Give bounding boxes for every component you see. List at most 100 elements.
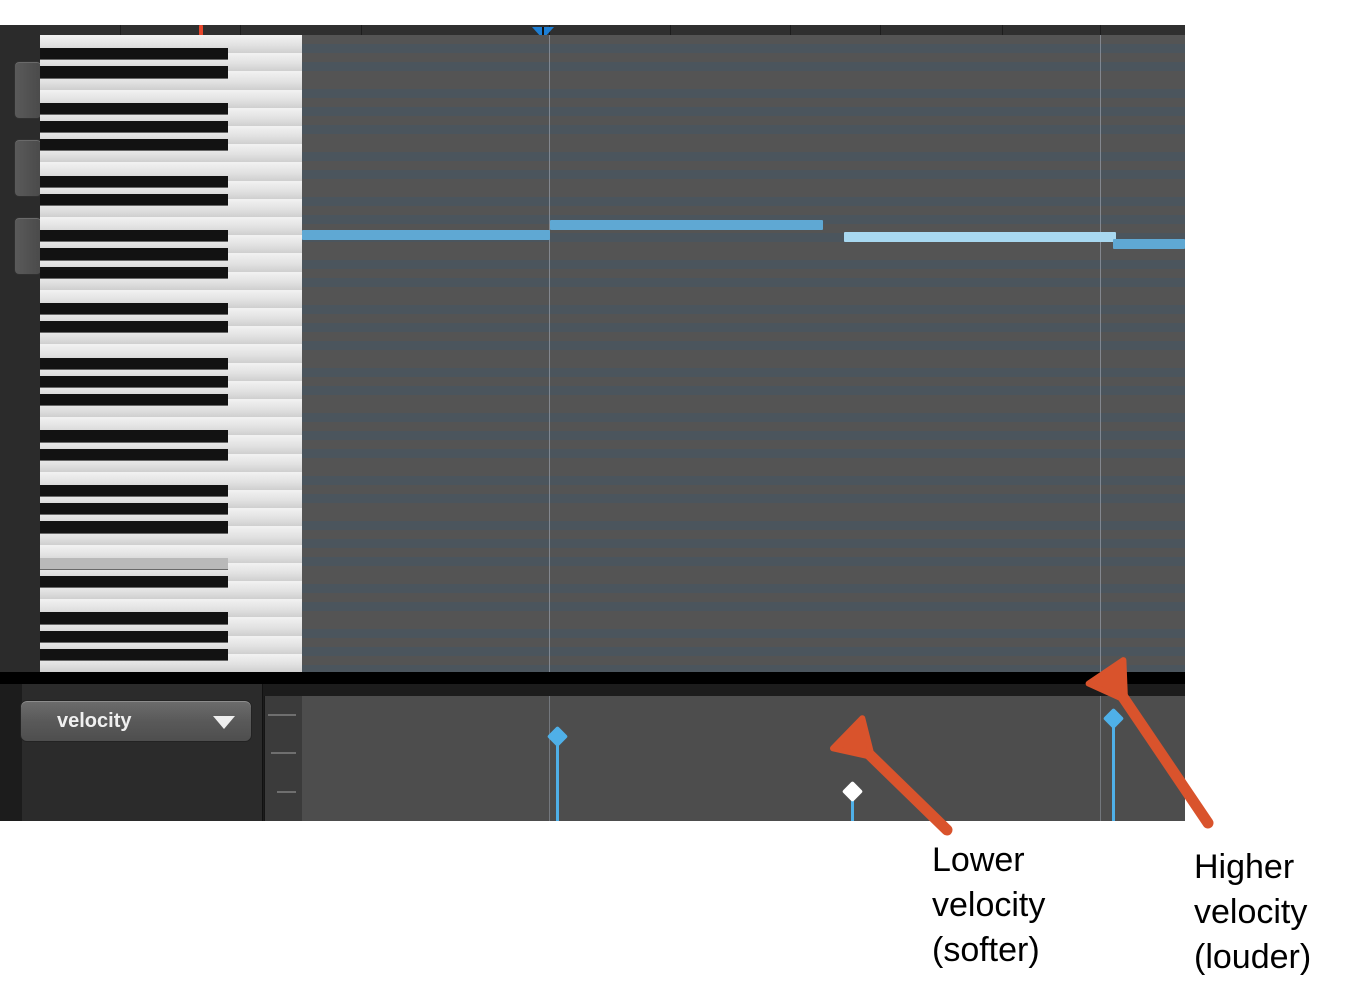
grid-row bbox=[302, 485, 1185, 494]
rail-button-1[interactable] bbox=[14, 61, 42, 119]
grid-row bbox=[302, 521, 1185, 530]
velocity-parameter-dropdown[interactable]: velocity bbox=[20, 700, 252, 742]
midi-note[interactable] bbox=[844, 232, 1116, 242]
piano-black-key[interactable] bbox=[40, 321, 228, 333]
grid-row bbox=[302, 107, 1185, 116]
grid-row bbox=[302, 305, 1185, 314]
piano-black-key[interactable] bbox=[40, 557, 228, 569]
grid-row bbox=[302, 548, 1185, 557]
velocity-stem[interactable] bbox=[851, 792, 854, 821]
grid-row bbox=[302, 656, 1185, 665]
piano-black-key[interactable] bbox=[40, 248, 228, 260]
grid-row bbox=[302, 449, 1185, 458]
grid-row bbox=[302, 323, 1185, 332]
grid-bar-line bbox=[1100, 35, 1101, 672]
ruler-bar-tick bbox=[120, 25, 121, 35]
piano-black-key[interactable] bbox=[40, 503, 228, 515]
piano-black-key[interactable] bbox=[40, 66, 228, 78]
grid-row bbox=[302, 557, 1185, 566]
midi-note[interactable] bbox=[550, 220, 823, 230]
velocity-handle-selected[interactable] bbox=[841, 780, 864, 803]
grid-row bbox=[302, 206, 1185, 215]
grid-row bbox=[302, 368, 1185, 377]
grid-row bbox=[302, 152, 1185, 161]
piano-black-key[interactable] bbox=[40, 521, 228, 533]
grid-row bbox=[302, 269, 1185, 278]
ruler-bar-tick bbox=[1100, 25, 1101, 35]
piano-black-key[interactable] bbox=[40, 266, 228, 278]
piano-black-key[interactable] bbox=[40, 102, 228, 114]
grid-row bbox=[302, 233, 1185, 242]
velocity-handle-normal[interactable] bbox=[546, 725, 569, 748]
grid-row bbox=[302, 53, 1185, 62]
grid-row bbox=[302, 332, 1185, 341]
grid-row bbox=[302, 80, 1185, 89]
grid-row bbox=[302, 35, 1185, 44]
grid-row bbox=[302, 125, 1185, 134]
grid-row bbox=[302, 161, 1185, 170]
piano-black-key[interactable] bbox=[40, 357, 228, 369]
grid-row bbox=[302, 593, 1185, 602]
piano-black-key[interactable] bbox=[40, 648, 228, 660]
grid-row bbox=[302, 467, 1185, 476]
grid-row bbox=[302, 476, 1185, 485]
chevron-down-icon[interactable] bbox=[213, 716, 235, 729]
grid-row bbox=[302, 458, 1185, 467]
midi-note[interactable] bbox=[1113, 239, 1185, 249]
velocity-handle-normal[interactable] bbox=[1102, 707, 1125, 730]
grid-row bbox=[302, 503, 1185, 512]
velocity-lane-header: velocity bbox=[20, 684, 263, 821]
grid-row bbox=[302, 611, 1185, 620]
grid-row bbox=[302, 413, 1185, 422]
velocity-canvas[interactable] bbox=[302, 696, 1185, 821]
rail-button-3[interactable] bbox=[14, 217, 42, 275]
grid-row bbox=[302, 629, 1185, 638]
grid-row bbox=[302, 116, 1185, 125]
piano-black-key[interactable] bbox=[40, 575, 228, 588]
grid-row bbox=[302, 44, 1185, 53]
grid-row bbox=[302, 89, 1185, 98]
velocity-stem[interactable] bbox=[556, 737, 559, 821]
piano-black-key[interactable] bbox=[40, 393, 228, 406]
velocity-scale-tick bbox=[277, 791, 296, 793]
grid-row bbox=[302, 665, 1185, 672]
piano-keyboard[interactable] bbox=[40, 35, 303, 672]
rail-button-2[interactable] bbox=[14, 139, 42, 197]
grid-row bbox=[302, 197, 1185, 206]
grid-row bbox=[302, 287, 1185, 296]
playhead-marker[interactable] bbox=[199, 25, 203, 36]
grid-row bbox=[302, 575, 1185, 584]
midi-note[interactable] bbox=[302, 230, 550, 240]
grid-row bbox=[302, 62, 1185, 71]
grid-row bbox=[302, 71, 1185, 80]
left-toolbar-rail bbox=[0, 25, 42, 672]
grid-row bbox=[302, 188, 1185, 197]
piano-black-key[interactable] bbox=[40, 430, 228, 442]
grid-row bbox=[302, 350, 1185, 359]
piano-black-key[interactable] bbox=[40, 48, 228, 60]
piano-black-key[interactable] bbox=[40, 139, 228, 151]
grid-row bbox=[302, 98, 1185, 107]
lane-divider bbox=[0, 672, 1185, 684]
grid-row bbox=[302, 494, 1185, 503]
piano-black-key[interactable] bbox=[40, 630, 228, 642]
piano-black-key[interactable] bbox=[40, 302, 228, 315]
grid-row bbox=[302, 134, 1185, 143]
grid-row bbox=[302, 359, 1185, 368]
velocity-lane: velocity bbox=[0, 684, 1185, 821]
ruler-bar-tick bbox=[361, 25, 362, 35]
piano-black-key[interactable] bbox=[40, 193, 228, 205]
piano-black-key[interactable] bbox=[40, 230, 228, 242]
grid-row bbox=[302, 602, 1185, 611]
velocity-scale-ruler[interactable] bbox=[264, 696, 304, 821]
piano-black-key[interactable] bbox=[40, 448, 228, 460]
velocity-stem[interactable] bbox=[1112, 719, 1115, 821]
piano-black-key[interactable] bbox=[40, 484, 228, 497]
piano-black-key[interactable] bbox=[40, 175, 228, 187]
grid-row bbox=[302, 242, 1185, 251]
note-grid[interactable] bbox=[302, 35, 1185, 672]
piano-black-key[interactable] bbox=[40, 612, 228, 624]
piano-black-key[interactable] bbox=[40, 375, 228, 387]
piano-black-key[interactable] bbox=[40, 120, 228, 133]
grid-row bbox=[302, 395, 1185, 404]
